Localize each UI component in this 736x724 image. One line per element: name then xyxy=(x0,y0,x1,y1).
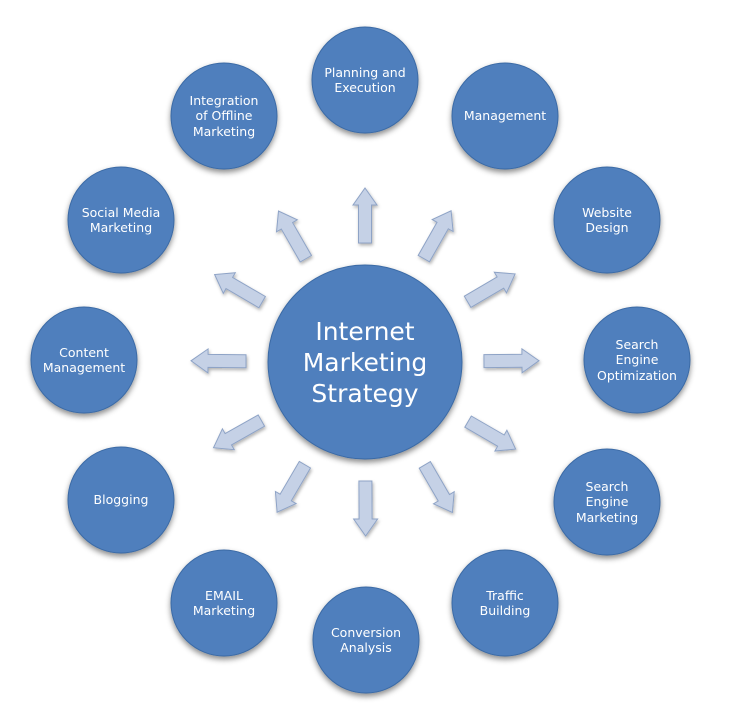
node-search-engine-marketing xyxy=(553,448,661,556)
arrow-to-email-marketing xyxy=(274,460,312,513)
arrow-to-content-management xyxy=(190,347,247,374)
node-integration-of-offline-marketing xyxy=(170,62,278,170)
arrow-to-planning-and-execution xyxy=(352,187,378,244)
node-website-design xyxy=(553,166,661,274)
node-content-management xyxy=(30,306,138,414)
node-management xyxy=(451,62,559,170)
arrow-to-management xyxy=(417,210,454,263)
node-search-engine-optimization xyxy=(583,306,691,414)
arrow-to-social-media-marketing xyxy=(213,272,267,309)
node-conversion-analysis xyxy=(312,586,420,694)
arrow-to-search-engine-optimization xyxy=(483,347,540,374)
center-node xyxy=(267,264,463,460)
connector-arrows xyxy=(190,187,540,537)
arrow-to-traffic-building xyxy=(418,460,455,514)
arrow-to-conversion-analysis xyxy=(352,480,379,537)
arrow-to-website-design xyxy=(463,271,516,309)
node-email-marketing xyxy=(170,549,278,657)
node-planning-and-execution xyxy=(311,26,419,134)
arrow-to-integration-of-offline-marketing xyxy=(275,210,313,263)
node-traffic-building xyxy=(451,549,559,657)
arrow-to-blogging xyxy=(212,414,266,451)
node-blogging xyxy=(67,446,175,554)
arrow-to-search-engine-marketing xyxy=(464,415,517,452)
node-social-media-marketing xyxy=(67,166,175,274)
diagram-nodes xyxy=(30,26,691,694)
